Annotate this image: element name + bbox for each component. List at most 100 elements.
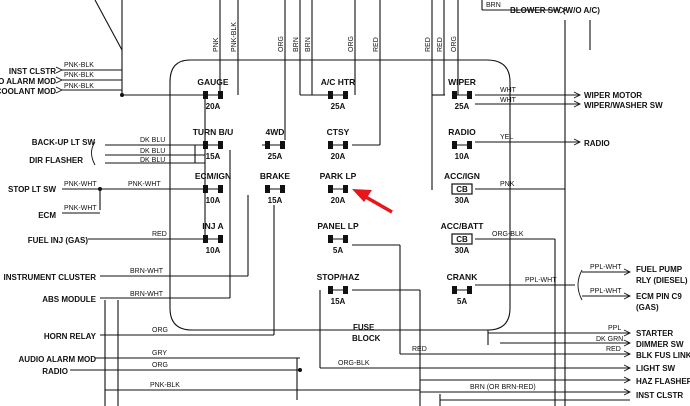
right-component-label: ECM PIN C9 xyxy=(636,292,682,301)
fuse-amp: 10A xyxy=(455,152,470,161)
fuse-amp: 25A xyxy=(331,102,346,111)
fuse-terminal-icon xyxy=(452,286,457,294)
fuse-panel-lp: PANEL LP 5A xyxy=(317,221,359,255)
fuse-name: ECM/IGN xyxy=(195,171,231,181)
wire-label: DK BLU xyxy=(140,157,165,164)
right-component-label: RLY (DIESEL) xyxy=(636,276,688,285)
fuse-terminal-icon xyxy=(328,185,333,193)
fuse-terminal-icon xyxy=(280,185,285,193)
fuse-stop-haz: STOP/HAZ 15A xyxy=(317,272,360,306)
wire-label: ORG-BLK xyxy=(338,360,370,367)
left-component-label: DIR FLASHER xyxy=(29,156,83,165)
wire-label: BRN xyxy=(305,37,312,52)
wire-label: PPL-WHT xyxy=(590,288,622,295)
wire-label: PNK xyxy=(213,37,220,52)
fuse-name: TURN B/U xyxy=(193,127,234,137)
fuse-name: PANEL LP xyxy=(317,221,359,231)
fuse-terminal-icon xyxy=(467,286,472,294)
fuse-terminal-icon xyxy=(467,91,472,99)
wire-label: ORG xyxy=(152,362,168,369)
fuse-terminal-icon xyxy=(343,185,348,193)
wire-label: PNK-BLK xyxy=(150,382,180,389)
fuse-amp: 15A xyxy=(268,196,283,205)
fuse-terminal-icon xyxy=(452,141,457,149)
right-component-label: DIMMER SW xyxy=(636,340,684,349)
fuse-amp: 5A xyxy=(457,297,467,306)
fuse-terminal-icon xyxy=(203,185,208,193)
wire-label: PNK-WHT xyxy=(64,205,97,212)
red-arrow-icon xyxy=(352,189,393,214)
right-component-label: WIPER/WASHER SW xyxy=(584,101,663,110)
fuse-amp: 30A xyxy=(455,246,470,255)
wire-label: RED xyxy=(152,231,167,238)
right-component-label: BLK FUS LINK xyxy=(636,351,690,360)
fuse-terminal-icon xyxy=(328,141,333,149)
wire-label: PPL xyxy=(608,325,621,332)
wire-label: BRN-WHT xyxy=(130,268,164,275)
fuse-amp: 10A xyxy=(206,246,221,255)
wire-label: BRN xyxy=(293,37,300,52)
fuse-terminal-icon xyxy=(265,141,270,149)
fuse-amp: 5A xyxy=(333,246,343,255)
fuse-terminal-icon xyxy=(265,185,270,193)
wire-diag xyxy=(94,0,123,51)
fuse-terminal-icon xyxy=(280,141,285,149)
wire-label: PNK-BLK xyxy=(64,62,94,69)
wire-label: GRY xyxy=(152,350,167,357)
circuit-breaker-icon xyxy=(451,183,473,195)
wire-label: RED xyxy=(373,37,380,52)
fuse-terminal-icon xyxy=(203,141,208,149)
fuse-terminal-icon xyxy=(328,286,333,294)
fuse-amp: 30A xyxy=(455,196,470,205)
fuse-terminal-icon xyxy=(218,91,223,99)
wire-label: PPL-WHT xyxy=(525,277,557,284)
fuse-terminal-icon xyxy=(218,235,223,243)
wire-label: PPL-WHT xyxy=(590,264,622,271)
wire-label: PNK-BLK xyxy=(64,83,94,90)
wire-label: ORG xyxy=(451,36,458,52)
wire-label: BRN (OR BRN-RED) xyxy=(470,384,536,391)
left-component-label: BACK-UP LT SW xyxy=(32,138,96,147)
fuse-name: ACC/BATT xyxy=(441,221,485,231)
fuse-name: A/C HTR xyxy=(321,77,355,87)
circuit-breaker-icon xyxy=(451,233,473,245)
fuse-name: GAUGE xyxy=(197,77,229,87)
fuse-amp: 20A xyxy=(331,152,346,161)
wire-label: DK BLU xyxy=(140,137,165,144)
right-component-label: INST CLSTR xyxy=(636,391,683,400)
fuse-name: CTSY xyxy=(327,127,350,137)
fuse-amp: 15A xyxy=(331,297,346,306)
fuse-crank: CRANK 5A xyxy=(447,272,479,306)
left-component-label: INSTRUMENT CLUSTER xyxy=(4,273,97,282)
fuse-terminal-icon xyxy=(452,91,457,99)
fuse-name: INJ A xyxy=(202,221,223,231)
wire-label: RED xyxy=(412,346,427,353)
cb-label: CB xyxy=(456,185,468,194)
fuse-amp: 25A xyxy=(268,152,283,161)
fuse-terminal-icon xyxy=(328,235,333,243)
right-component-label: (GAS) xyxy=(636,303,659,312)
wire-label: PNK xyxy=(500,181,515,188)
fuse-name: STOP/HAZ xyxy=(317,272,360,282)
fuse-name: CRANK xyxy=(447,272,479,282)
left-component-label: AUDIO ALARM MOD xyxy=(19,355,97,364)
fuse-block-label-2: BLOCK xyxy=(352,334,381,343)
right-label-layer: BLOWER SW (W/O A/C)WIPER MOTORWIPER/WASH… xyxy=(510,6,690,400)
wire-label: PNK-BLK xyxy=(231,22,238,52)
wire-label: ORG-BLK xyxy=(492,231,524,238)
fuse-terminal-icon xyxy=(218,141,223,149)
fuse-amp: 25A xyxy=(455,102,470,111)
fuse-terminal-icon xyxy=(343,91,348,99)
wire-label: BRN-WHT xyxy=(130,291,164,298)
right-component-label: LIGHT SW xyxy=(636,364,676,373)
right-component-label: BLOWER SW (W/O A/C) xyxy=(510,6,600,15)
left-component-label: STOP LT SW xyxy=(8,185,56,194)
